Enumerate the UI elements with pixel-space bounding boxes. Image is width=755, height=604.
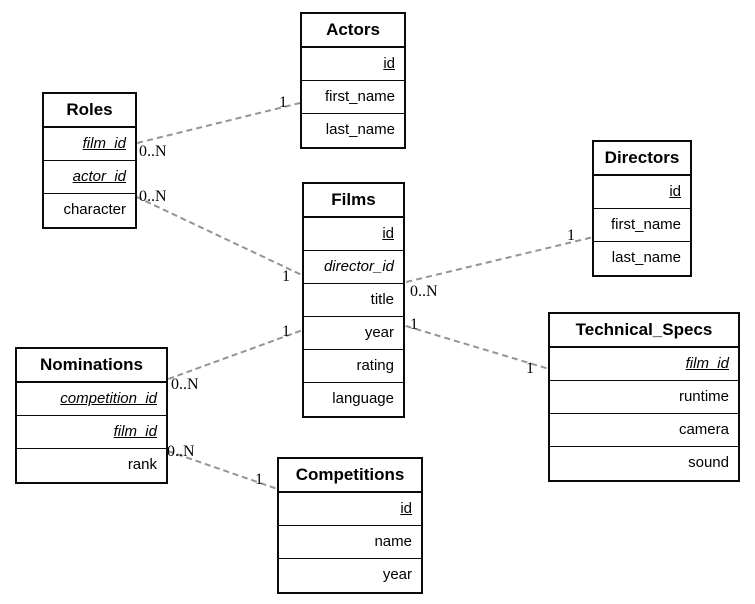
table-column-character: character (63, 201, 126, 218)
cardinality-label: 1 (282, 323, 290, 340)
table-column-sound: sound (688, 454, 729, 471)
table-column-rating: rating (304, 350, 403, 383)
table-column-name: name (279, 526, 421, 559)
cardinality-label: 1 (255, 471, 263, 488)
table-column-rank: rank (127, 456, 157, 473)
cardinality-label: 1 (410, 316, 418, 333)
cardinality-label: 1 (282, 268, 290, 285)
table-column-competition_id: competition_id (17, 383, 166, 416)
table-column-camera: camera (550, 414, 738, 447)
cardinality-label: 0..N (171, 376, 199, 393)
table-column-year: year (382, 566, 412, 583)
table-column-film_id: film_id (550, 348, 738, 381)
cardinality-label: 1 (567, 227, 575, 244)
table-column-language: language (332, 390, 394, 407)
table-column-last_name: last_name (325, 121, 395, 138)
table-title: Actors (302, 14, 404, 48)
table-column-id: id (304, 218, 403, 251)
table-column-film_id: film_id (44, 128, 135, 161)
cardinality-label: 0..N (139, 188, 167, 205)
table-column-id: id (279, 493, 421, 526)
table-column-year: year (304, 317, 403, 350)
table-column-runtime: runtime (550, 381, 738, 414)
table-title: Roles (44, 94, 135, 128)
table-title: Technical_Specs (550, 314, 738, 348)
table-title: Directors (594, 142, 690, 176)
table-column-director_id: director_id (304, 251, 403, 284)
table-column-id: id (594, 176, 690, 209)
table-column-first_name: first_name (594, 209, 690, 242)
relationship-line-films-directors (406, 236, 592, 283)
cardinality-label: 0..N (167, 443, 195, 460)
table-column-title: title (304, 284, 403, 317)
table-title: Nominations (17, 349, 166, 383)
table-title: Competitions (279, 459, 421, 493)
table-column-film_id: film_id (17, 416, 166, 449)
cardinality-label: 1 (526, 360, 534, 377)
cardinality-label: 0..N (410, 283, 438, 300)
table-column-last_name: last_name (611, 249, 681, 266)
relationship-line-roles-actors (137, 101, 301, 144)
table-column-actor_id: actor_id (44, 161, 135, 194)
table-column-first_name: first_name (302, 81, 404, 114)
relationship-line-roles-films (136, 196, 301, 276)
table-title: Films (304, 184, 403, 218)
table-column-id: id (302, 48, 404, 81)
cardinality-label: 1 (279, 94, 287, 111)
cardinality-label: 0..N (139, 143, 167, 160)
